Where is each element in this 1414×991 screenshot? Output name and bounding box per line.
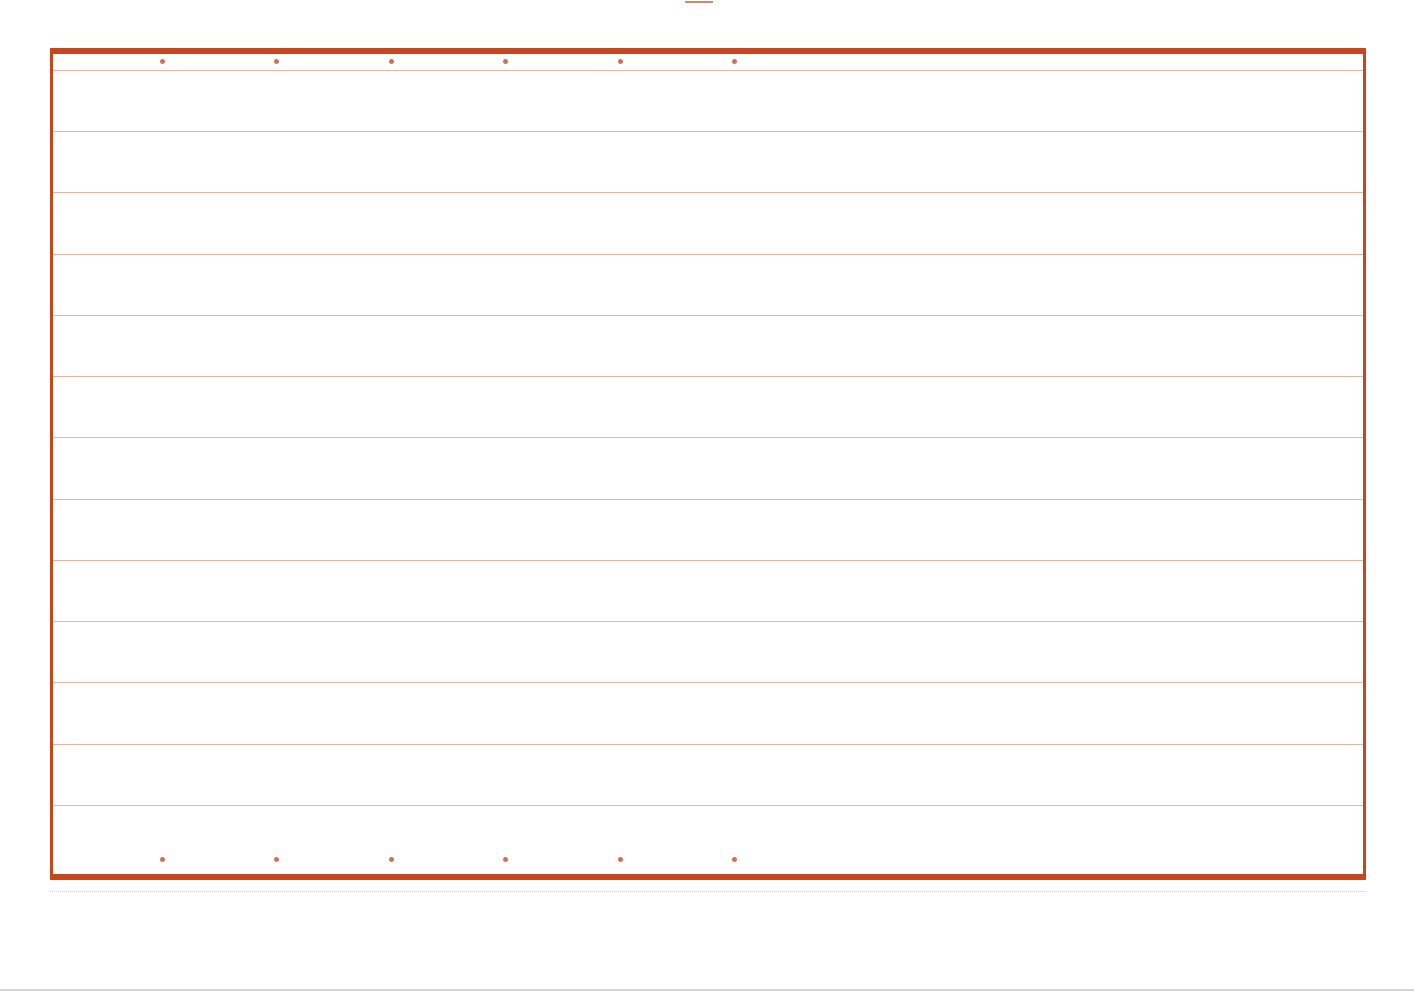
- margin-dot: [160, 857, 165, 862]
- margin-dot: [503, 59, 508, 64]
- rule-line: [53, 744, 1363, 745]
- rule-line: [53, 621, 1363, 622]
- rule-line: [53, 131, 1363, 132]
- margin-dot: [618, 857, 623, 862]
- rule-line: [53, 560, 1363, 561]
- margin-dot: [274, 59, 279, 64]
- margin-dot: [389, 857, 394, 862]
- margin-dot: [732, 857, 737, 862]
- margin-dot: [160, 59, 165, 64]
- rule-line: [53, 70, 1363, 71]
- rule-line: [53, 499, 1363, 500]
- ruled-writing-area: [50, 48, 1366, 880]
- rule-line: [53, 192, 1363, 193]
- rule-line: [53, 437, 1363, 438]
- rule-line: [53, 254, 1363, 255]
- rule-line: [53, 805, 1363, 806]
- rule-line: [53, 376, 1363, 377]
- margin-dot: [732, 59, 737, 64]
- bottom-guide-line: [50, 891, 1365, 892]
- bottom-page-edge: [0, 989, 1414, 991]
- rule-line: [53, 315, 1363, 316]
- margin-dot: [618, 59, 623, 64]
- margin-dot: [274, 857, 279, 862]
- margin-dot: [503, 857, 508, 862]
- rule-line: [53, 682, 1363, 683]
- top-center-tick-mark: [685, 1, 713, 3]
- margin-dot: [389, 59, 394, 64]
